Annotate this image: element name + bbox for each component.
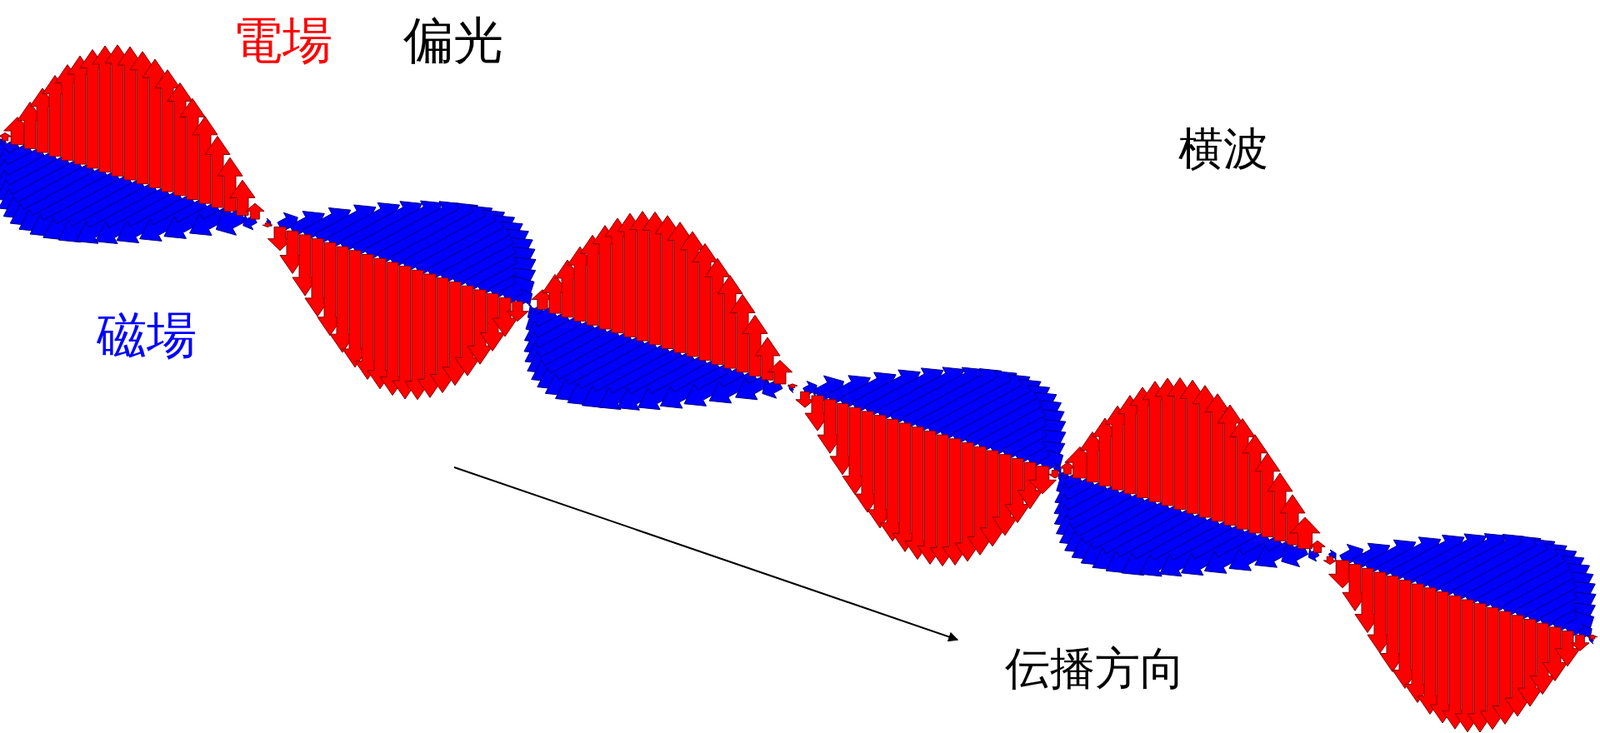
- magnetic-field-label: 磁場: [96, 310, 197, 360]
- electric-field-arrow: [1323, 556, 1336, 565]
- electric-field-arrow: [262, 223, 273, 228]
- electric-field-arrow: [1310, 540, 1326, 553]
- electric-field-arrow: [1587, 635, 1598, 640]
- propagation-label: 伝播方向: [1005, 646, 1185, 692]
- electric-field-arrow: [506, 301, 529, 322]
- electric-field-arrow: [1570, 635, 1590, 651]
- transverse-wave-label: 横波: [1178, 126, 1269, 172]
- field-arrows: [0, 45, 1598, 733]
- electric-field-arrow: [787, 384, 798, 389]
- polarization-label: 偏光: [403, 15, 504, 65]
- electric-field-arrow: [245, 203, 265, 220]
- electric-field-label: 電場: [232, 15, 333, 65]
- propagation-arrow: [454, 467, 958, 640]
- electric-field-arrow: [767, 360, 792, 385]
